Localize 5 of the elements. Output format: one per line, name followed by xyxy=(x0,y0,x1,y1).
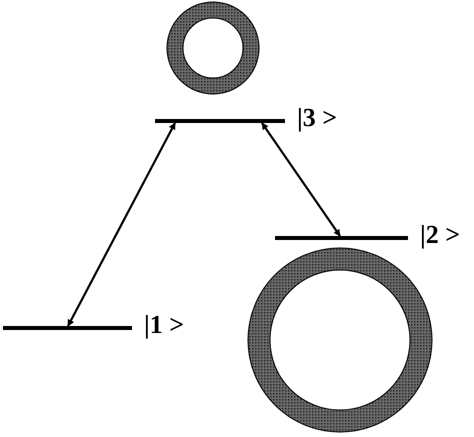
transition-arrow xyxy=(261,122,341,237)
level-label: |2 > xyxy=(420,220,460,250)
level-label: |3 > xyxy=(297,103,338,133)
transition-arrow xyxy=(67,122,176,327)
level-label: |1 > xyxy=(144,310,184,340)
